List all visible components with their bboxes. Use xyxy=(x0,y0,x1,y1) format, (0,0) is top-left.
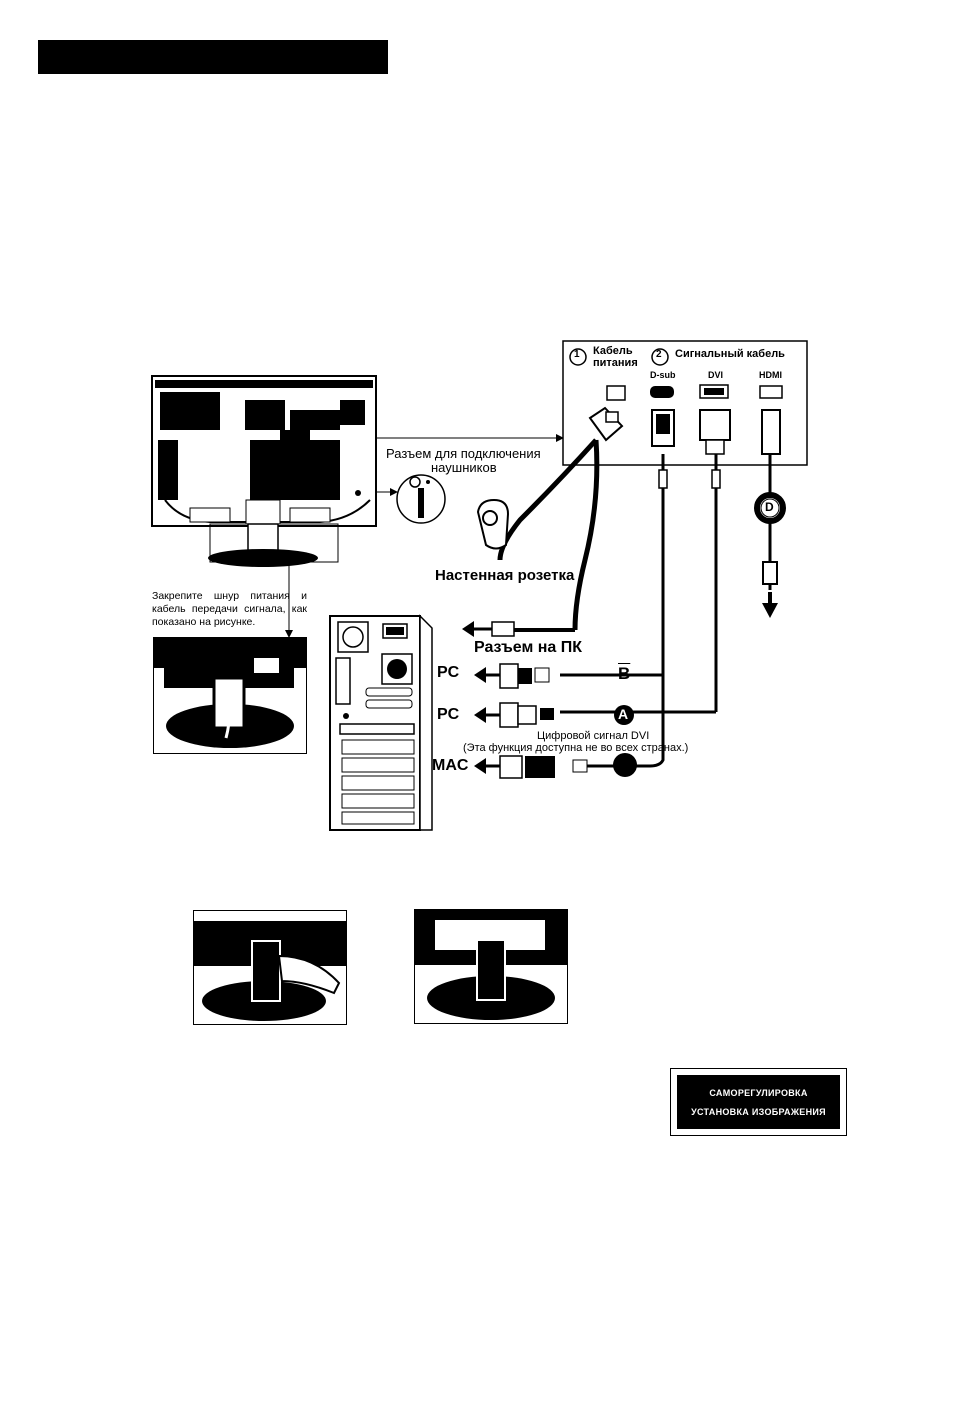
headphone-connector-label-line1: Разъем для подключения xyxy=(386,446,541,461)
stand-photo-left xyxy=(193,910,347,1025)
dvi-availability-note: (Эта функция доступна не во всех странах… xyxy=(463,742,689,754)
cable-fixing-note: Закрепите шнур питания и кабель передачи… xyxy=(152,590,307,628)
osd-menu-item-picture-setup: УСТАНОВКА ИЗОБРАЖЕНИЯ xyxy=(691,1106,826,1117)
osd-menu: САМОРЕГУЛИРОВКА УСТАНОВКА ИЗОБРАЖЕНИЯ xyxy=(677,1075,840,1129)
power-cable-label-line1: Кабель xyxy=(593,345,633,357)
step2-number: 2 xyxy=(656,349,662,360)
osd-menu-item-auto-adjust: САМОРЕГУЛИРОВКА xyxy=(709,1087,808,1098)
headphone-connector-label-line2: наушников xyxy=(431,460,497,475)
pc-label-2: PC xyxy=(437,706,460,723)
section-header-bar xyxy=(38,40,388,74)
signal-cable-label: Сигнальный кабель xyxy=(675,348,785,360)
pc-tower-illustration xyxy=(329,614,433,831)
pc-label-1: PC xyxy=(437,664,460,681)
step1-number: 1 xyxy=(574,349,580,360)
marker-b-label: B xyxy=(618,664,631,683)
dvi-signal-label: Цифровой сигнал DVI xyxy=(537,730,650,742)
mac-label: MAC xyxy=(432,757,469,774)
stand-cable-photo xyxy=(153,637,307,754)
pc-connector-label: Разъем на ПК xyxy=(474,639,583,656)
marker-a-label: A xyxy=(618,706,629,722)
wall-outlet-label: Настенная розетка xyxy=(435,567,575,584)
power-cable-label-line2: питания xyxy=(593,357,638,369)
monitor-back-illustration xyxy=(151,375,377,567)
power-cable-label: Кабель питания xyxy=(593,345,638,369)
osd-menu-box: САМОРЕГУЛИРОВКА УСТАНОВКА ИЗОБРАЖЕНИЯ xyxy=(670,1068,847,1136)
stand-photo-right xyxy=(414,909,568,1024)
port-label-hdmi: HDMI xyxy=(759,370,782,380)
marker-d-label: D xyxy=(765,500,774,514)
port-label-dvi: DVI xyxy=(708,370,724,380)
port-label-dsub: D-sub xyxy=(650,370,676,380)
